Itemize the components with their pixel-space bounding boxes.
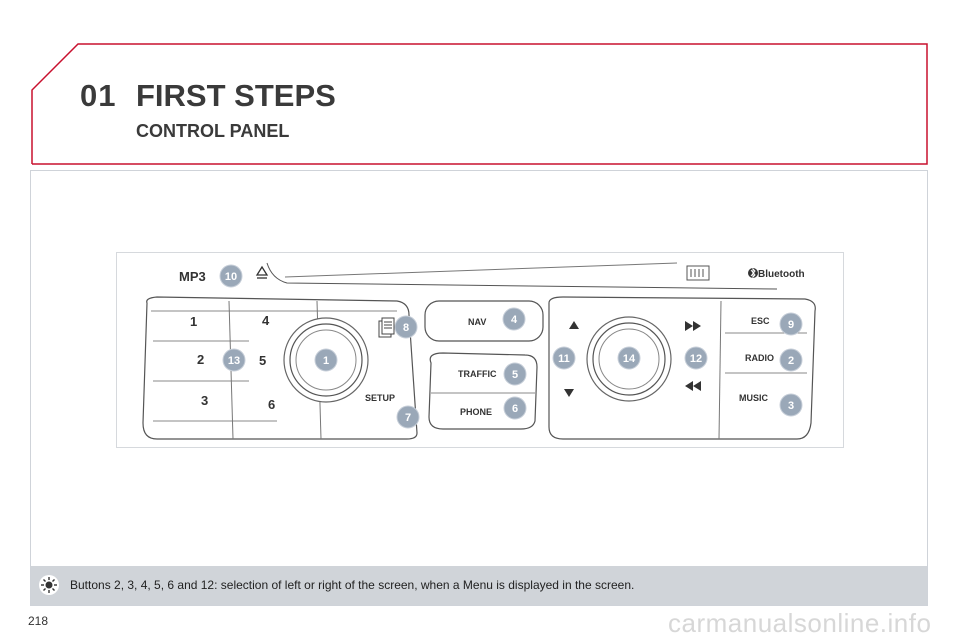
preset-key-3: 3 xyxy=(201,393,208,408)
callout-4-label: 4 xyxy=(511,314,518,326)
nav-button-outline xyxy=(424,300,544,342)
callout-6 xyxy=(503,396,527,420)
watermark: carmanualsonline.info xyxy=(668,608,932,638)
callout-12-label: 12 xyxy=(690,353,702,365)
cd-slot-edge xyxy=(284,262,678,278)
eject-icon xyxy=(255,265,269,279)
setup-label: SETUP xyxy=(365,393,395,403)
callout-10-label: 10 xyxy=(225,271,237,283)
callout-8 xyxy=(394,315,418,339)
cd-slot xyxy=(266,262,778,290)
control-panel-figure: MP3 Bluetooth 1 2 3 4 5 6 xyxy=(116,252,844,448)
preset-key-6: 6 xyxy=(268,397,275,412)
callout-8-label: 8 xyxy=(403,322,409,334)
note-bar xyxy=(31,566,927,605)
fast-forward-icon xyxy=(685,321,701,331)
traffic-label: TRAFFIC xyxy=(458,369,497,379)
right-cluster-outline xyxy=(548,296,816,440)
callout-3-label: 3 xyxy=(788,400,794,412)
callout-13-label: 13 xyxy=(228,355,240,367)
callout-1-label: 1 xyxy=(323,355,329,367)
cd-icon xyxy=(686,265,710,281)
radio-label: RADIO xyxy=(745,353,774,363)
phone-label: PHONE xyxy=(460,407,492,417)
callout-11-label: 11 xyxy=(558,353,570,365)
rewind-icon xyxy=(685,381,701,391)
mp3-label: MP3 xyxy=(179,269,206,284)
callout-9 xyxy=(779,312,803,336)
down-arrow-icon xyxy=(564,389,574,397)
callout-14-label: 14 xyxy=(623,353,636,365)
callout-6-label: 6 xyxy=(512,403,518,415)
document-icon xyxy=(378,317,395,338)
preset-key-4: 4 xyxy=(262,313,270,328)
callout-3 xyxy=(779,393,803,417)
callout-1 xyxy=(314,348,338,372)
esc-label: ESC xyxy=(751,316,770,326)
callout-7 xyxy=(396,405,420,429)
callout-4 xyxy=(502,307,526,331)
callout-7-label: 7 xyxy=(405,412,411,424)
callout-13 xyxy=(222,348,246,372)
section-title: CONTROL PANEL xyxy=(136,121,290,141)
chapter-number: 01 xyxy=(80,78,117,113)
bluetooth-icon xyxy=(748,267,758,279)
up-arrow-icon xyxy=(569,321,579,329)
preset-key-2: 2 xyxy=(197,352,204,367)
music-label: MUSIC xyxy=(739,393,769,403)
callout-2 xyxy=(779,348,803,372)
callout-12 xyxy=(684,346,708,370)
callout-11 xyxy=(552,346,576,370)
preset-key-1: 1 xyxy=(190,314,197,329)
sun-icon xyxy=(39,575,59,595)
header-frame xyxy=(31,43,928,165)
callout-9-label: 9 xyxy=(788,319,794,331)
callout-5-label: 5 xyxy=(512,369,518,381)
traffic-phone-outline xyxy=(428,352,538,430)
chapter-title: FIRST STEPS xyxy=(136,78,336,113)
content-frame xyxy=(30,170,928,606)
note-text: Buttons 2, 3, 4, 5, 6 and 12: selection … xyxy=(70,578,635,592)
callout-2-label: 2 xyxy=(788,355,794,367)
page-number: 218 xyxy=(28,614,49,628)
left-cluster-outline xyxy=(142,296,418,440)
control-panel-diagram: MP3 Bluetooth 1 2 3 4 5 6 xyxy=(142,262,816,440)
callout-10 xyxy=(219,264,243,288)
nav-label: NAV xyxy=(468,317,486,327)
bluetooth-label: Bluetooth xyxy=(758,269,805,280)
callout-14 xyxy=(617,346,641,370)
preset-key-5: 5 xyxy=(259,353,266,368)
callout-5 xyxy=(503,362,527,386)
